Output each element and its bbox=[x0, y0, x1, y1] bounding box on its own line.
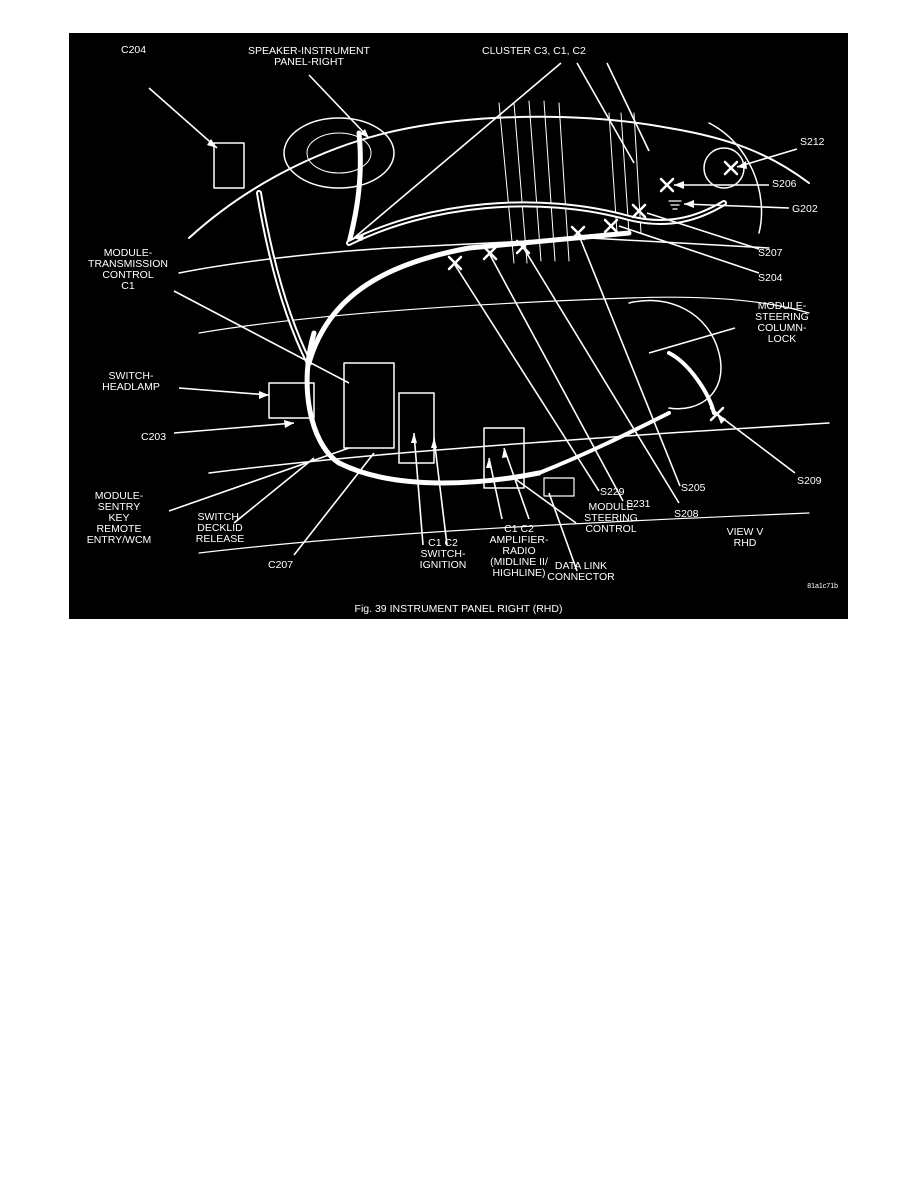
splice-mark-s207 bbox=[631, 203, 647, 219]
label-switch-decklid-release: SWITCH- DECKLID RELEASE bbox=[195, 511, 245, 545]
label-s205: S205 bbox=[681, 482, 706, 494]
label-data-link-connector: DATA LINK CONNECTOR bbox=[547, 560, 615, 583]
splice-mark-s231 bbox=[482, 245, 498, 261]
label-speaker-instrument-panel-right: SPEAKER-INSTRUMENT PANEL-RIGHT bbox=[248, 45, 370, 68]
label-s208: S208 bbox=[674, 508, 699, 520]
splice-mark-s229 bbox=[447, 255, 463, 271]
label-switch-headlamp: SWITCH- HEADLAMP bbox=[102, 370, 160, 393]
wiring-illustration bbox=[148, 62, 830, 572]
label-module-steering-column-lock: MODULE- STEERING COLUMN- LOCK bbox=[755, 300, 809, 345]
label-s204: S204 bbox=[758, 272, 783, 284]
label-g202: G202 bbox=[792, 203, 818, 215]
splice-mark-s204 bbox=[603, 218, 619, 234]
label-c207: C207 bbox=[268, 559, 294, 571]
label-switch-ignition: C1 C2 SWITCH- IGNITION bbox=[419, 537, 467, 571]
label-s231: S231 bbox=[626, 498, 651, 510]
label-s209: S209 bbox=[797, 475, 822, 487]
label-s212: S212 bbox=[800, 136, 825, 148]
label-view-v-rhd: VIEW V RHD bbox=[726, 526, 764, 549]
label-module-sentry-key-remote-entry: MODULE- SENTRY KEY REMOTE ENTRY/WCM bbox=[86, 490, 152, 546]
figure-code: 81a1c71b bbox=[807, 583, 838, 590]
splice-mark-s206 bbox=[659, 177, 675, 193]
splice-mark-s212 bbox=[723, 160, 739, 176]
label-amplifier-radio: C1 C2 AMPLIFIER- RADIO (MIDLINE II/ HIGH… bbox=[489, 523, 549, 579]
label-module-transmission-control: MODULE- TRANSMISSION CONTROL C1 bbox=[88, 247, 168, 292]
label-s207: S207 bbox=[758, 247, 783, 259]
label-cluster: CLUSTER C3, C1, C2 bbox=[482, 45, 586, 57]
label-c203: C203 bbox=[141, 431, 167, 443]
figure-panel: C204 SPEAKER-INSTRUMENT PANEL-RIGHT CLUS… bbox=[69, 33, 848, 619]
label-s206: S206 bbox=[772, 178, 797, 190]
label-module-steering-control: MODULE STEERING CONTROL bbox=[584, 501, 638, 535]
label-s229: S229 bbox=[600, 486, 625, 498]
figure-caption: Fig. 39 INSTRUMENT PANEL RIGHT (RHD) bbox=[354, 603, 563, 615]
label-c204: C204 bbox=[121, 44, 147, 56]
